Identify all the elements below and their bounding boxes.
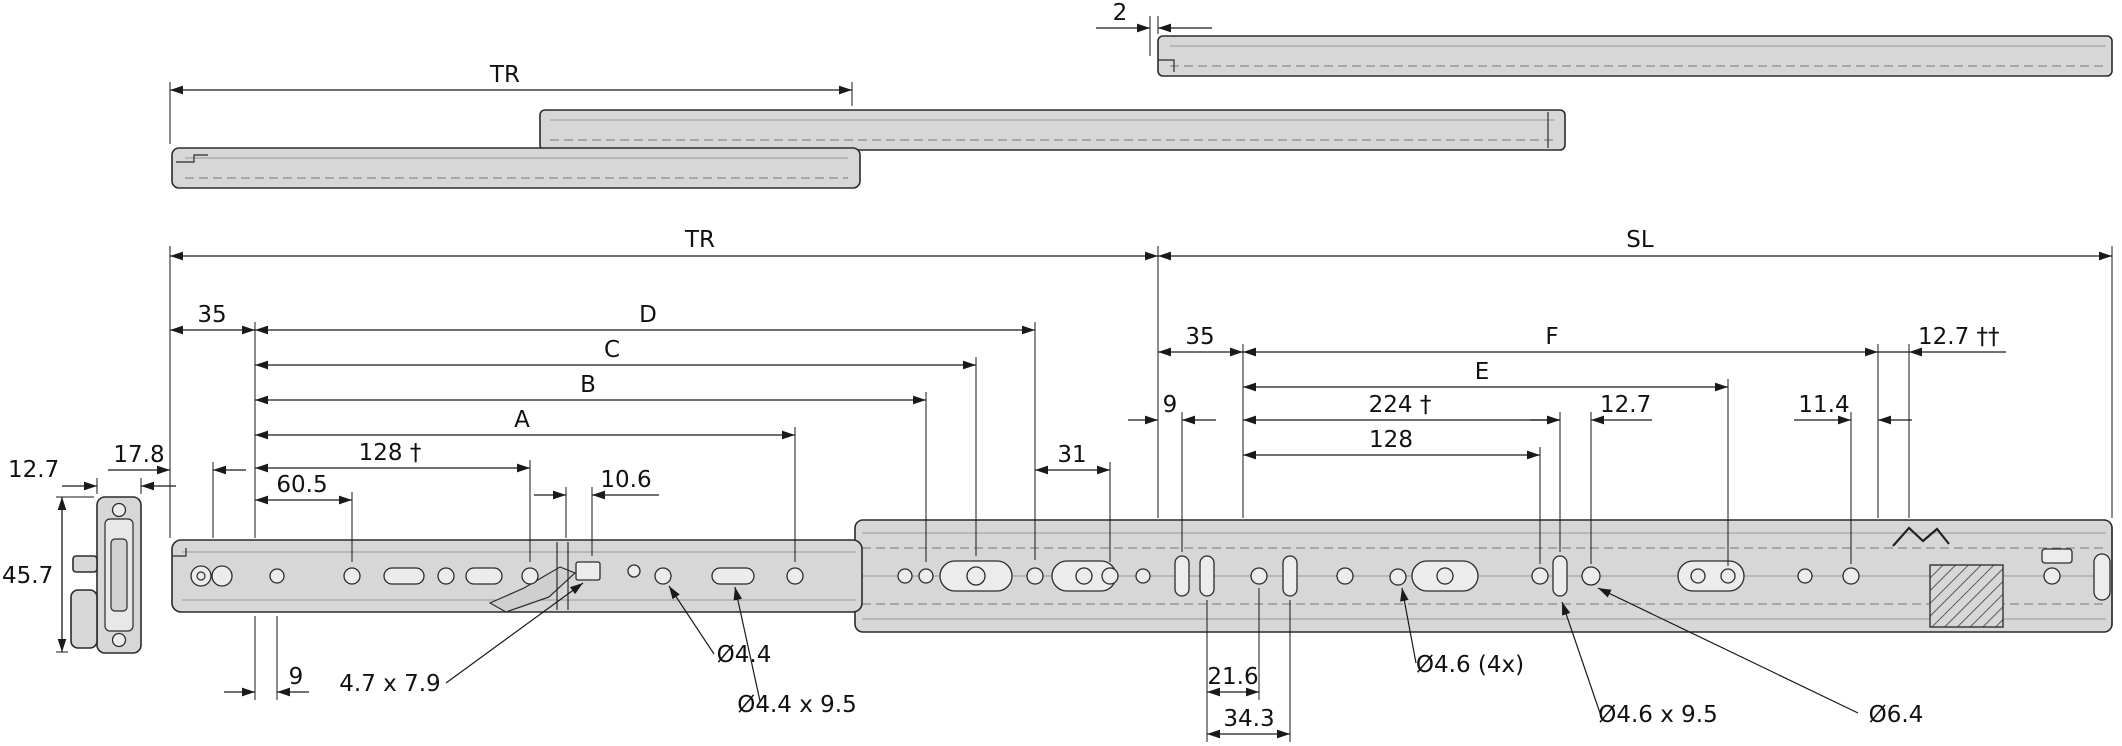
rear-latch-hatched-block bbox=[1929, 564, 2004, 628]
hole-4-4 bbox=[654, 567, 672, 585]
dim-tr: TR bbox=[169, 227, 1159, 538]
side-view-closed-slide bbox=[171, 519, 2113, 633]
drawer-member-side-view bbox=[171, 539, 863, 613]
dim-label-45-7: 45.7 bbox=[2, 563, 53, 589]
lock-hole bbox=[211, 565, 233, 587]
dim-60-5: 60.5 bbox=[255, 472, 353, 562]
dim-a: A bbox=[255, 407, 796, 562]
callout-label-o4-6-4x: Ø4.6 (4x) bbox=[1416, 652, 1524, 678]
dim-label-gap-2: 2 bbox=[1113, 0, 1128, 26]
dim-label-21-6: 21.6 bbox=[1207, 664, 1258, 690]
dim-12-7-section: 12.7 bbox=[8, 457, 176, 494]
dim-label-60-5: 60.5 bbox=[276, 472, 327, 498]
rect-hole-4-7x7-9 bbox=[575, 561, 601, 581]
dim-label-e: E bbox=[1475, 359, 1490, 385]
callout-label-o4-4: Ø4.4 bbox=[717, 642, 772, 668]
front-disconnect-lever bbox=[488, 566, 577, 613]
dim-128-left: 128 † bbox=[255, 440, 531, 562]
dim-label-d: D bbox=[639, 302, 657, 328]
dim-label-128-right: 128 bbox=[1369, 427, 1413, 453]
dim-label-31: 31 bbox=[1057, 442, 1086, 468]
dim-label-12-7-right: 12.7 bbox=[1600, 392, 1651, 418]
dim-35-right: 35 bbox=[1158, 324, 1244, 518]
callout-o6-4: Ø6.4 bbox=[1597, 587, 1924, 728]
dim-label-35-right: 35 bbox=[1185, 324, 1214, 350]
section-flange-lower bbox=[70, 589, 98, 649]
dim-c: C bbox=[255, 337, 977, 556]
lock-hole bbox=[190, 565, 212, 587]
dim-label-tr: TR bbox=[684, 227, 715, 253]
cross-section-view bbox=[70, 496, 142, 654]
dim-31: 31 bbox=[1035, 442, 1111, 562]
callout-label-o6-4: Ø6.4 bbox=[1869, 702, 1924, 728]
intermediate-member-top-view bbox=[539, 109, 1566, 151]
front-hook-detail bbox=[176, 154, 208, 163]
dim-travel-tr-top: TR bbox=[169, 62, 853, 144]
callout-label-o4-6x9-5: Ø4.6 x 9.5 bbox=[1598, 702, 1718, 728]
dim-128-right: 128 bbox=[1243, 427, 1541, 564]
dim-label-9-right: 9 bbox=[1163, 392, 1178, 418]
dim-label-c: C bbox=[604, 337, 620, 363]
dim-10-6: 10.6 bbox=[534, 467, 659, 556]
dim-label-a: A bbox=[514, 407, 530, 433]
dim-45-7: 45.7 bbox=[2, 496, 94, 653]
callout-o4-6-4x: Ø4.6 (4x) bbox=[1400, 587, 1524, 678]
dim-label-tr-top: TR bbox=[489, 62, 520, 88]
cabinet-member-top-view bbox=[1157, 35, 2113, 77]
dim-gap-2: 2 bbox=[1096, 0, 1212, 56]
ball-bearing-icon bbox=[111, 502, 127, 518]
front-notch-detail bbox=[172, 548, 187, 557]
rear-disconnect-lever bbox=[1892, 526, 1950, 547]
dim-label-12-7-dd: 12.7 †† bbox=[1918, 324, 2000, 350]
drawer-member-top-view bbox=[171, 147, 861, 189]
top-view-extended-slide bbox=[171, 35, 2113, 189]
dim-label-10-6: 10.6 bbox=[600, 467, 651, 493]
hole-pattern-drawer-member bbox=[190, 561, 804, 587]
cabinet-front-notch bbox=[1158, 59, 1175, 72]
dim-17-8: 17.8 bbox=[108, 442, 246, 538]
dim-21-6: 21.6 bbox=[1206, 588, 1260, 742]
dim-label-f: F bbox=[1545, 324, 1558, 350]
section-drawer-member bbox=[110, 538, 128, 612]
dim-12-7-dd: 12.7 †† bbox=[1878, 324, 2006, 518]
hole-6-4 bbox=[1581, 566, 1601, 586]
dim-9-bottom: 9 bbox=[224, 616, 309, 700]
callout-o4-4: Ø4.4 bbox=[668, 585, 772, 668]
hole-4-6 bbox=[1389, 568, 1407, 586]
callout-label-o4-4x9-5: Ø4.4 x 9.5 bbox=[737, 692, 857, 718]
slot-4-6x9-5 bbox=[1552, 555, 1568, 597]
dim-label-17-8: 17.8 bbox=[113, 442, 164, 468]
dim-f: F bbox=[1243, 324, 1879, 518]
callout-o4-6x9-5: Ø4.6 x 9.5 bbox=[1561, 601, 1718, 728]
dim-e: E bbox=[1243, 359, 1729, 566]
dim-label-34-3: 34.3 bbox=[1223, 706, 1274, 732]
ball-bearing-icon bbox=[111, 632, 127, 648]
dim-9-right: 9 bbox=[1128, 392, 1216, 552]
dim-label-9-bottom: 9 bbox=[289, 664, 304, 690]
dim-12-7-right: 12.7 bbox=[1530, 392, 1652, 564]
hole-pattern-cabinet-member bbox=[897, 548, 2111, 601]
dim-11-4: 11.4 bbox=[1794, 392, 1912, 564]
callout-4-7x7-9: 4.7 x 7.9 bbox=[339, 582, 584, 697]
dim-label-224: 224 † bbox=[1369, 392, 1432, 418]
dim-label-11-4: 11.4 bbox=[1798, 392, 1849, 418]
dim-label-128-left: 128 † bbox=[359, 440, 422, 466]
dim-label-12-7-section: 12.7 bbox=[8, 457, 59, 483]
slot-4-4x9-5 bbox=[711, 567, 755, 585]
dim-label-sl: SL bbox=[1626, 227, 1654, 253]
dim-label-35-left: 35 bbox=[197, 302, 226, 328]
callout-o4-4x9-5: Ø4.4 x 9.5 bbox=[733, 586, 857, 718]
dim-34-3: 34.3 bbox=[1207, 600, 1291, 742]
dim-b: B bbox=[255, 372, 927, 562]
section-flange-upper bbox=[72, 555, 98, 573]
rear-mounting-slot bbox=[2093, 553, 2111, 601]
callout-label-4-7x7-9: 4.7 x 7.9 bbox=[339, 671, 440, 697]
dim-224: 224 † bbox=[1243, 392, 1561, 552]
dim-d: D bbox=[255, 302, 1036, 560]
dim-label-b: B bbox=[580, 372, 596, 398]
dim-35-left: 35 bbox=[170, 302, 256, 538]
dim-sl: SL bbox=[1158, 227, 2113, 518]
